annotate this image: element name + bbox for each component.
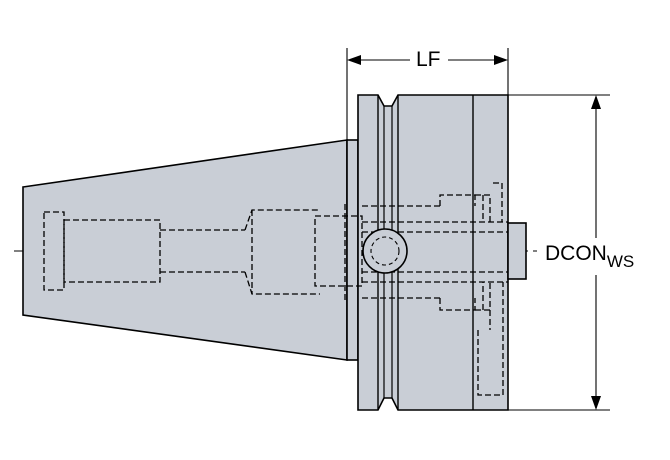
dcon-label-main: DCON [545,242,607,265]
pilot-nose [507,222,527,280]
dcon-arrow-bottom [591,396,601,410]
taper-step [346,139,359,361]
dcon-arrow-top [591,95,601,109]
lf-arrow-left [347,55,361,65]
hidden-lines [43,182,508,396]
dcon-dimension-label: DCONWS [545,242,634,274]
taper-shank [22,139,348,361]
lf-dimension-label: LF [416,48,441,71]
lf-arrow-right [494,55,508,65]
dcon-label-subscript: WS [606,252,635,271]
cross-bore [362,228,408,274]
cross-bore-hidden [370,236,400,266]
